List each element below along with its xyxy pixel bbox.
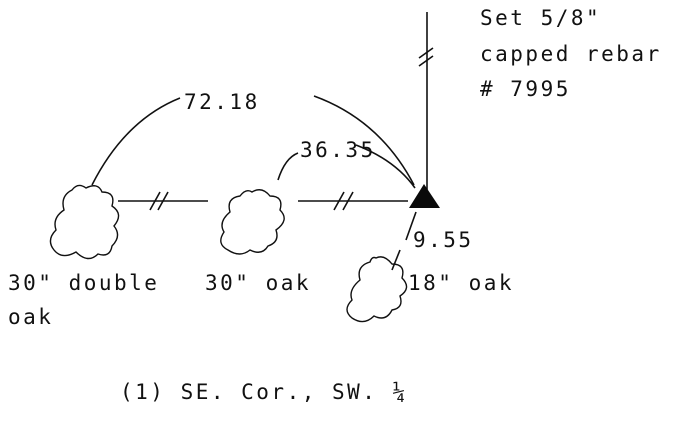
distance-label-36-35: 36.35 bbox=[300, 138, 376, 162]
arc-72-18-right bbox=[313, 95, 415, 186]
tree-label-18-oak: 18" oak bbox=[408, 271, 515, 295]
arc-36-35-right bbox=[355, 144, 416, 189]
arc-72-18 bbox=[91, 97, 181, 186]
tree-oak-outline bbox=[220, 189, 285, 255]
ticks-oak-to-monument bbox=[333, 191, 354, 211]
tree-double-oak-outline bbox=[49, 184, 120, 260]
tree-label-30-double-line-1: 30" double bbox=[8, 271, 160, 295]
monument-triangle bbox=[409, 184, 440, 208]
distance-label-9-55: 9.55 bbox=[413, 228, 474, 252]
tree-label-30-oak: 30" oak bbox=[205, 271, 312, 295]
monument-label-line-3: # 7995 bbox=[480, 77, 571, 101]
line-9-55-lower bbox=[391, 249, 401, 271]
north-line-ticks bbox=[418, 47, 434, 67]
arc-36-35 bbox=[277, 152, 299, 181]
corner-caption: (1) SE. Cor., SW. ¼ bbox=[120, 380, 408, 404]
tree-18-oak-outline bbox=[346, 256, 408, 323]
tree-label-30-double-line-2: oak bbox=[8, 305, 54, 329]
distance-label-72-18: 72.18 bbox=[184, 90, 260, 114]
line-9-55 bbox=[405, 211, 417, 241]
monument-label-line-1: Set 5/8" bbox=[480, 6, 602, 30]
ticks-double-oak-to-oak bbox=[149, 191, 169, 211]
monument-label-line-2: capped rebar bbox=[480, 42, 662, 66]
